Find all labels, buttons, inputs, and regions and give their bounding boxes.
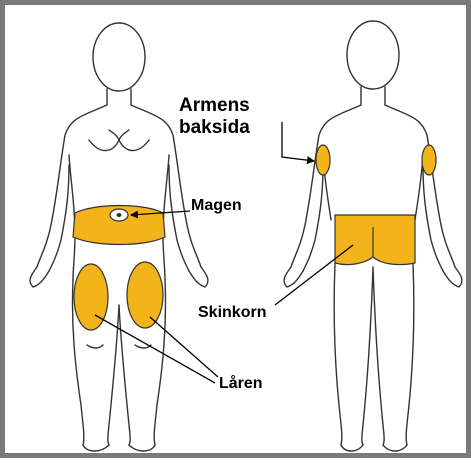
right-upper-arm-injection-region	[422, 145, 436, 175]
buttocks-pointer-line	[275, 245, 353, 305]
thighs-label: Låren	[219, 376, 263, 393]
right-thigh-pointer-line	[150, 317, 218, 377]
left-thigh-pointer-line	[95, 315, 215, 383]
buttocks-label: Skinkorn	[198, 305, 266, 322]
stomach-label: Magen	[191, 198, 242, 215]
right-thigh-injection-region	[127, 262, 163, 328]
upper-arm-label-line1: Armens	[179, 96, 250, 116]
buttocks-injection-region	[335, 215, 415, 265]
upper-arm-pointer-line	[282, 122, 314, 161]
upper-arm-label-line2: baksida	[179, 118, 250, 138]
body-diagram	[5, 5, 471, 463]
left-upper-arm-injection-region	[316, 145, 330, 175]
navel-dot	[117, 213, 122, 217]
